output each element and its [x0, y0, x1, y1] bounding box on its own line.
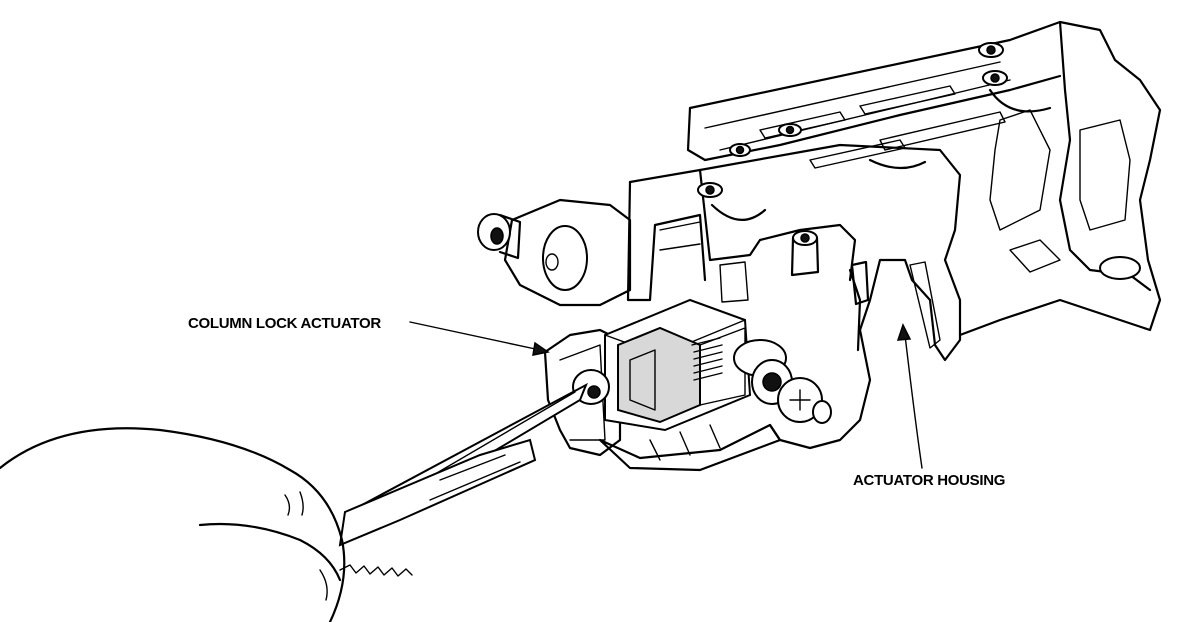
- leader-lines: [409, 321, 923, 469]
- label-actuator-housing: ACTUATOR HOUSING: [853, 472, 1005, 489]
- actuator-arrowhead: [532, 341, 550, 356]
- column-lock-actuator: [543, 298, 832, 472]
- actuator-housing: [626, 143, 962, 450]
- hand: [0, 427, 346, 622]
- screwdriver: [338, 382, 588, 577]
- pivot-knuckle: [477, 198, 632, 307]
- label-column-lock-actuator: COLUMN LOCK ACTUATOR: [188, 315, 381, 332]
- steering-column-housing: [686, 20, 1162, 337]
- housing-arrowhead: [896, 323, 912, 341]
